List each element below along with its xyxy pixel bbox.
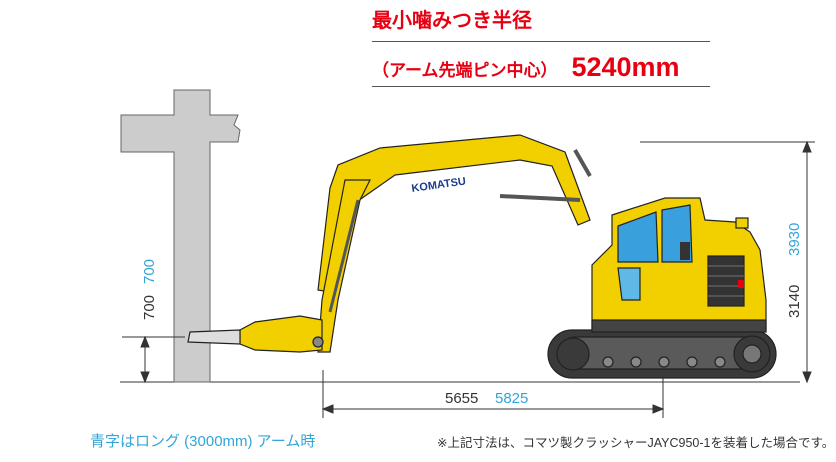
boom [317,134,592,293]
title-line1: 最小噛みつき半径 [372,10,532,32]
komatsu-logo: KOMATSU [411,175,467,195]
title-line2: （アーム先端ピン中心） 5240mm [372,52,712,83]
title-block: 最小噛みつき半径 （アーム先端ピン中心） 5240mm [372,8,712,87]
horizontal-long: 5825 [495,390,528,407]
arm [317,179,371,353]
title-rule-bottom [372,86,710,87]
right-height-long: 3930 [786,223,803,256]
min-radius-value: 5240mm [571,52,680,82]
left-height-dim [122,335,185,384]
upper-structure [591,197,767,333]
horizontal-std: 5655 [445,390,478,407]
right-height-std: 3140 [786,285,803,318]
left-height-std: 700 [141,295,158,320]
concrete-wall [120,89,241,383]
crusher-attachment [187,315,324,353]
crawler-track [547,329,777,379]
footer-note: ※上記寸法は、コマツ製クラッシャーJAYC950-1を装着した場合です。 [437,436,835,450]
title-rule [372,41,710,42]
title-subtitle: （アーム先端ピン中心） [372,61,558,80]
excavator: KOMATSU [187,134,777,379]
left-height-long: 700 [141,259,158,284]
footer-note-blue: 青字はロング (3000mm) アーム時 [90,433,316,450]
right-height-dim [640,140,815,384]
